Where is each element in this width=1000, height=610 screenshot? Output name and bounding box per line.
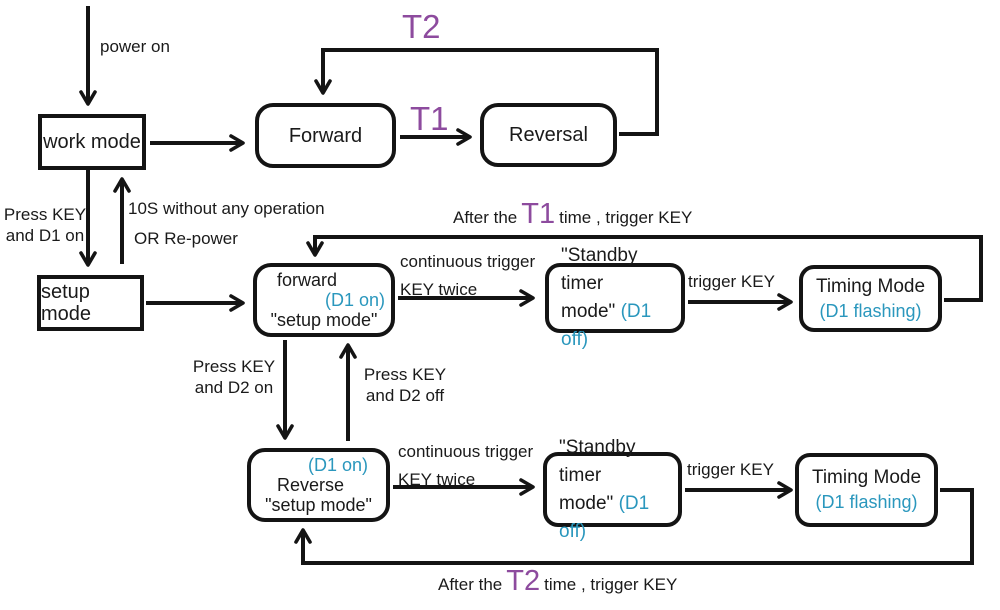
node-reverse-setup-line3: "setup mode"	[265, 495, 372, 515]
node-work-mode: work mode	[38, 114, 146, 170]
label-continuous-trigger-top: continuous trigger KEY twice	[400, 252, 536, 299]
node-forward-setup-mode: forward (D1 on) "setup mode"	[253, 263, 395, 337]
node-standby-top-line2: mode" (D1 off)	[561, 301, 652, 350]
node-forward-setup-line3: "setup mode"	[270, 310, 378, 330]
node-timing-bottom-d1-status: (D1 flashing)	[815, 492, 918, 512]
node-reversal: Reversal	[480, 103, 617, 167]
node-setup-mode-label: setup mode	[41, 281, 92, 325]
node-standby-timer-bottom: "Standby timer mode" (D1 off)	[543, 437, 682, 542]
node-reverse-setup-mode: (D1 on) Reverse "setup mode"	[247, 448, 390, 522]
label-timeout-line2: OR Re-power	[134, 229, 238, 248]
label-press-key-d2-off: Press KEY and D2 off	[363, 365, 447, 405]
label-power-on: power on	[100, 37, 170, 56]
node-timing-top-d1-status: (D1 flashing)	[819, 300, 922, 321]
node-standby-top-d1-status: (D1 off)	[561, 301, 652, 350]
node-work-mode-label: work mode	[43, 131, 141, 153]
label-after-t1-t1: T1	[521, 198, 556, 230]
node-forward-label: Forward	[288, 124, 363, 147]
edge-timing-top-return-arrow	[306, 235, 983, 302]
node-timing-mode-bottom: Timing Mode (D1 flashing)	[795, 453, 938, 527]
node-forward-setup-d1-status: (D1 on)	[324, 290, 385, 310]
label-t2: T2	[402, 8, 441, 45]
node-standby-bottom-line2: mode" (D1 off)	[559, 492, 650, 542]
node-reverse-setup-d1-status: (D1 on)	[307, 455, 368, 475]
label-press-key-d2-on: Press KEY and D2 on	[192, 357, 276, 397]
label-continuous-trigger-bottom: continuous trigger KEY twice	[398, 442, 534, 489]
edge-t2-loop-arrow	[314, 48, 659, 136]
label-after-t1: After the T1 time , trigger KEY	[453, 198, 693, 230]
label-t1: T1	[410, 100, 449, 137]
node-timing-bottom-label: Timing Mode	[811, 467, 922, 488]
node-standby-bottom-line1: "Standby timer	[559, 436, 636, 486]
label-after-t2-t2: T2	[506, 565, 541, 597]
node-setup-mode: setup mode	[37, 275, 144, 331]
node-standby-bottom-d1-status: (D1 off)	[559, 492, 650, 542]
node-standby-top-line1: "Standby timer	[561, 245, 638, 294]
node-forward: Forward	[255, 103, 396, 168]
node-reverse-setup-line2: Reverse	[277, 475, 345, 495]
label-trigger-key-top: trigger KEY	[688, 272, 775, 291]
label-after-t2: After the T2 time , trigger KEY	[438, 565, 678, 597]
edge-timing-bottom-return-arrow	[294, 488, 974, 565]
node-forward-setup-line1: forward	[277, 270, 338, 290]
node-standby-timer-top: "Standby timer mode" (D1 off)	[545, 245, 685, 350]
node-timing-top-label: Timing Mode	[815, 275, 926, 297]
label-trigger-key-bottom: trigger KEY	[687, 460, 774, 479]
node-timing-mode-top: Timing Mode (D1 flashing)	[799, 265, 942, 332]
node-reversal-label: Reversal	[509, 124, 588, 146]
label-press-key-d1: Press KEY and D1 on	[3, 205, 87, 245]
label-timeout-line1: 10S without any operation	[128, 199, 325, 218]
